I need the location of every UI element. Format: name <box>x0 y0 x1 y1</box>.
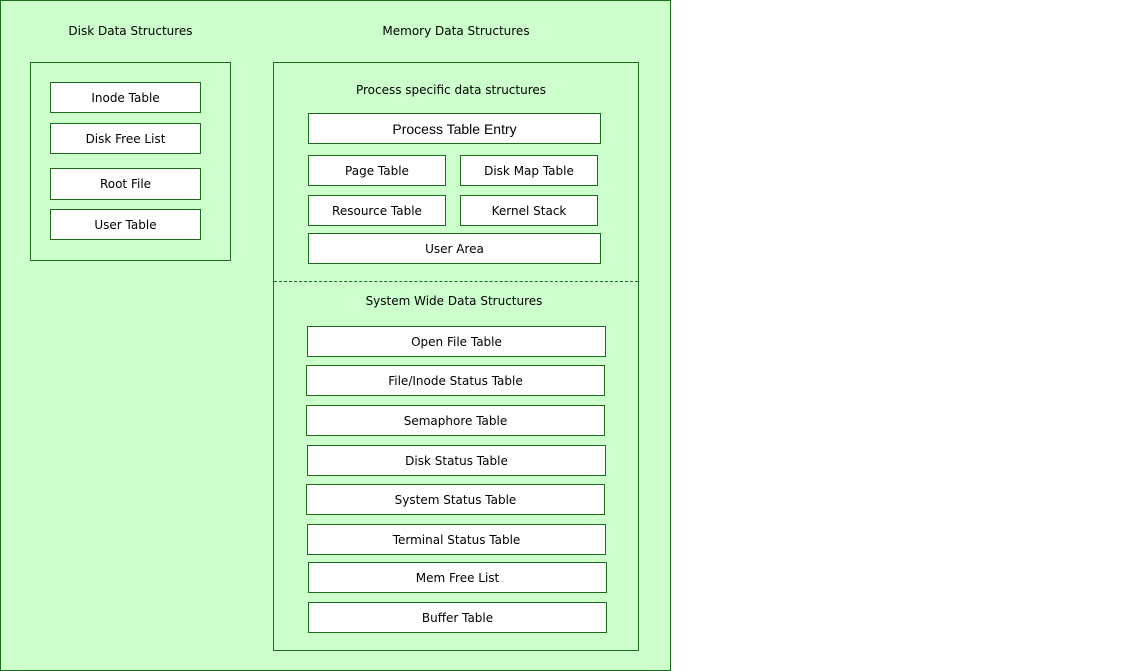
buffer-table-box: Buffer Table <box>308 602 607 633</box>
file-inode-status-table-box: File/Inode Status Table <box>306 365 605 396</box>
resource-table-box: Resource Table <box>308 195 446 226</box>
memory-section-heading: Memory Data Structures <box>382 24 530 38</box>
semaphore-table-box: Semaphore Table <box>306 405 605 436</box>
process-section-heading: Process specific data structures <box>355 83 547 97</box>
system-status-table-box: System Status Table <box>306 484 605 515</box>
root-file-box: Root File <box>50 168 201 200</box>
disk-free-list-box: Disk Free List <box>50 123 201 154</box>
section-divider <box>274 281 638 282</box>
disk-section-heading: Disk Data Structures <box>68 24 193 38</box>
memory-data-structures-panel <box>273 62 639 651</box>
disk-data-structures-panel <box>30 62 231 261</box>
kernel-stack-box: Kernel Stack <box>460 195 598 226</box>
open-file-table-box: Open File Table <box>307 326 606 357</box>
inode-table-box: Inode Table <box>50 82 201 113</box>
user-table-box: User Table <box>50 209 201 240</box>
disk-map-table-box: Disk Map Table <box>460 155 598 186</box>
user-area-box: User Area <box>308 233 601 264</box>
disk-status-table-box: Disk Status Table <box>307 445 606 476</box>
mem-free-list-box: Mem Free List <box>308 562 607 593</box>
page-table-box: Page Table <box>308 155 446 186</box>
terminal-status-table-box: Terminal Status Table <box>307 524 606 555</box>
system-section-heading: System Wide Data Structures <box>365 294 543 308</box>
process-table-entry-box: Process Table Entry <box>308 113 601 144</box>
